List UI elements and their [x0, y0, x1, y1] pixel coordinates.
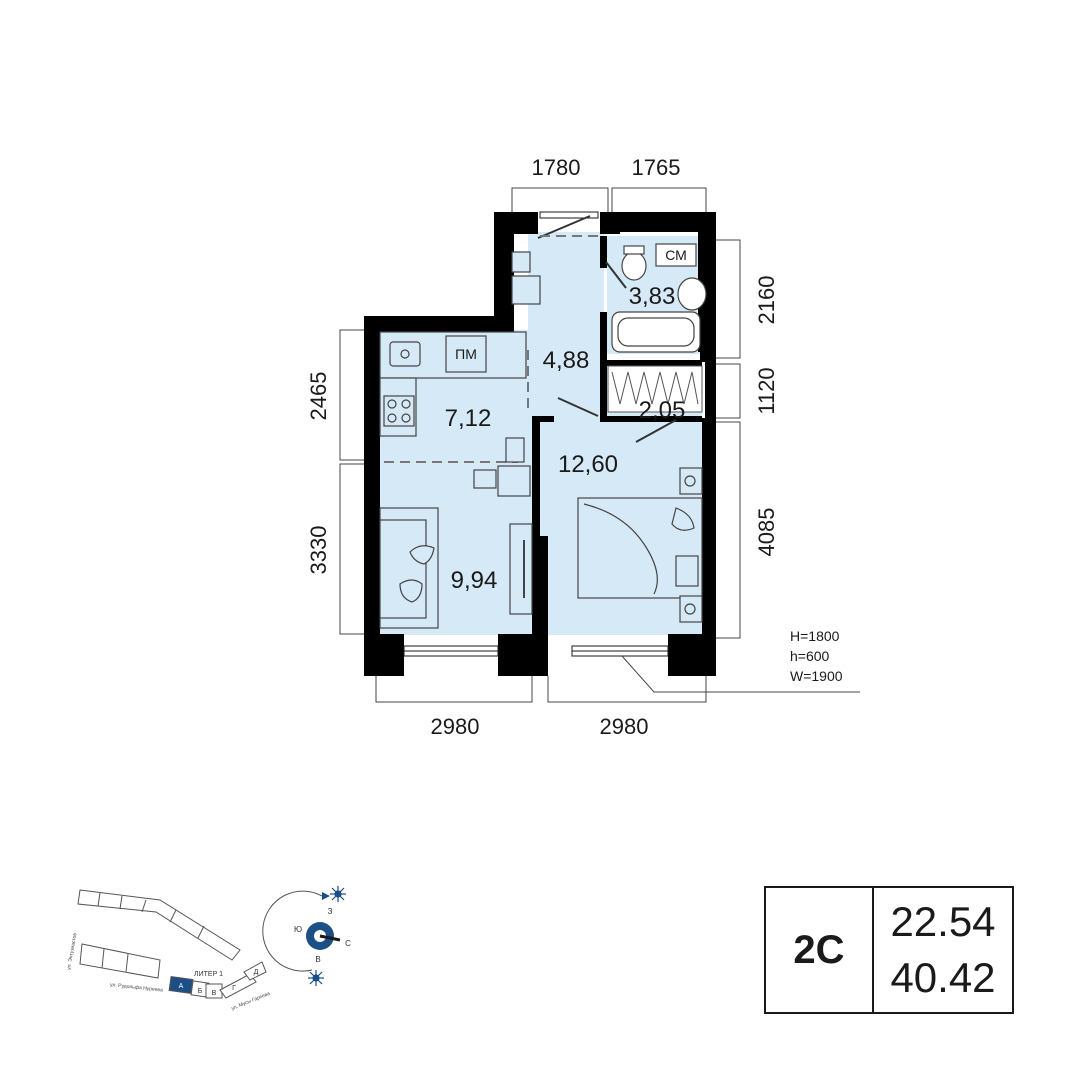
room-area-kitchen: 7,12: [445, 405, 492, 432]
washer-label: СМ: [665, 247, 687, 263]
site-section-v: В: [212, 990, 217, 997]
room-area-living: 9,94: [451, 567, 498, 594]
dimension-lines: [339, 187, 860, 703]
zone-dashes: [384, 235, 598, 463]
dishwasher-label: ПМ: [455, 346, 477, 362]
apartment-type: 2С: [766, 888, 874, 1012]
compass: [262, 886, 346, 986]
apartment-areas: 22.54 40.42: [874, 888, 1012, 1012]
entry-cabinet: [511, 251, 541, 305]
compass-west: З: [328, 907, 333, 916]
site-section-d: Д: [254, 969, 259, 976]
window-sill-label: h=600: [790, 648, 830, 664]
compass-east: В: [315, 955, 320, 964]
window-width-label: W=1900: [790, 668, 843, 684]
sun-icon: [330, 886, 346, 902]
total-area: 40.42: [890, 954, 996, 1001]
living-area: 22.54: [890, 898, 996, 945]
bathroom-fixtures: [611, 243, 707, 353]
wardrobe-hangers: [607, 365, 703, 413]
site-section-b: Б: [198, 988, 203, 995]
dim-bottom-right: 2980: [600, 714, 649, 739]
dim-left-bottom: 3330: [306, 526, 331, 575]
dim-top-left: 1780: [532, 155, 581, 180]
dim-top-right: 1765: [632, 155, 681, 180]
dining-table: [473, 437, 531, 497]
walls: [364, 212, 716, 676]
dim-bottom-left: 2980: [431, 714, 480, 739]
apartment-info-box: 2С 22.54 40.42: [764, 886, 1014, 1014]
room-area-hall: 4,88: [543, 347, 590, 374]
tv-stand: [509, 523, 533, 615]
sofa: [379, 507, 439, 629]
bed: [577, 467, 703, 623]
doors: [537, 215, 677, 443]
site-section-a: А: [179, 983, 184, 990]
street-gareeva: ул. Мусы Гареева: [231, 991, 272, 1012]
windows: [403, 211, 669, 657]
dim-right-bottom: 4085: [754, 508, 779, 557]
room-area-bathroom: 3,83: [629, 283, 676, 310]
window-height-label: H=1800: [790, 628, 840, 644]
room-area-bedroom: 12,60: [558, 451, 618, 478]
dim-right-middle: 1120: [754, 367, 779, 414]
street-nureeva: ул. Рудольфа Нуреева: [110, 982, 163, 994]
dim-left-top: 2465: [306, 372, 331, 421]
room-area-wardrobe: 2,05: [639, 397, 686, 424]
compass-north: С: [345, 939, 351, 948]
site-section-g: Г: [232, 985, 236, 992]
dim-right-top: 2160: [754, 276, 779, 325]
site-map: [77, 889, 267, 999]
sun-icon-bottom: [308, 970, 324, 986]
street-entuziastov: ул. Энтузиастов: [66, 932, 78, 970]
kitchen-counter: [379, 331, 527, 437]
compass-south: Ю: [294, 925, 302, 934]
site-map-liter: ЛИТЕР 1: [194, 971, 223, 978]
